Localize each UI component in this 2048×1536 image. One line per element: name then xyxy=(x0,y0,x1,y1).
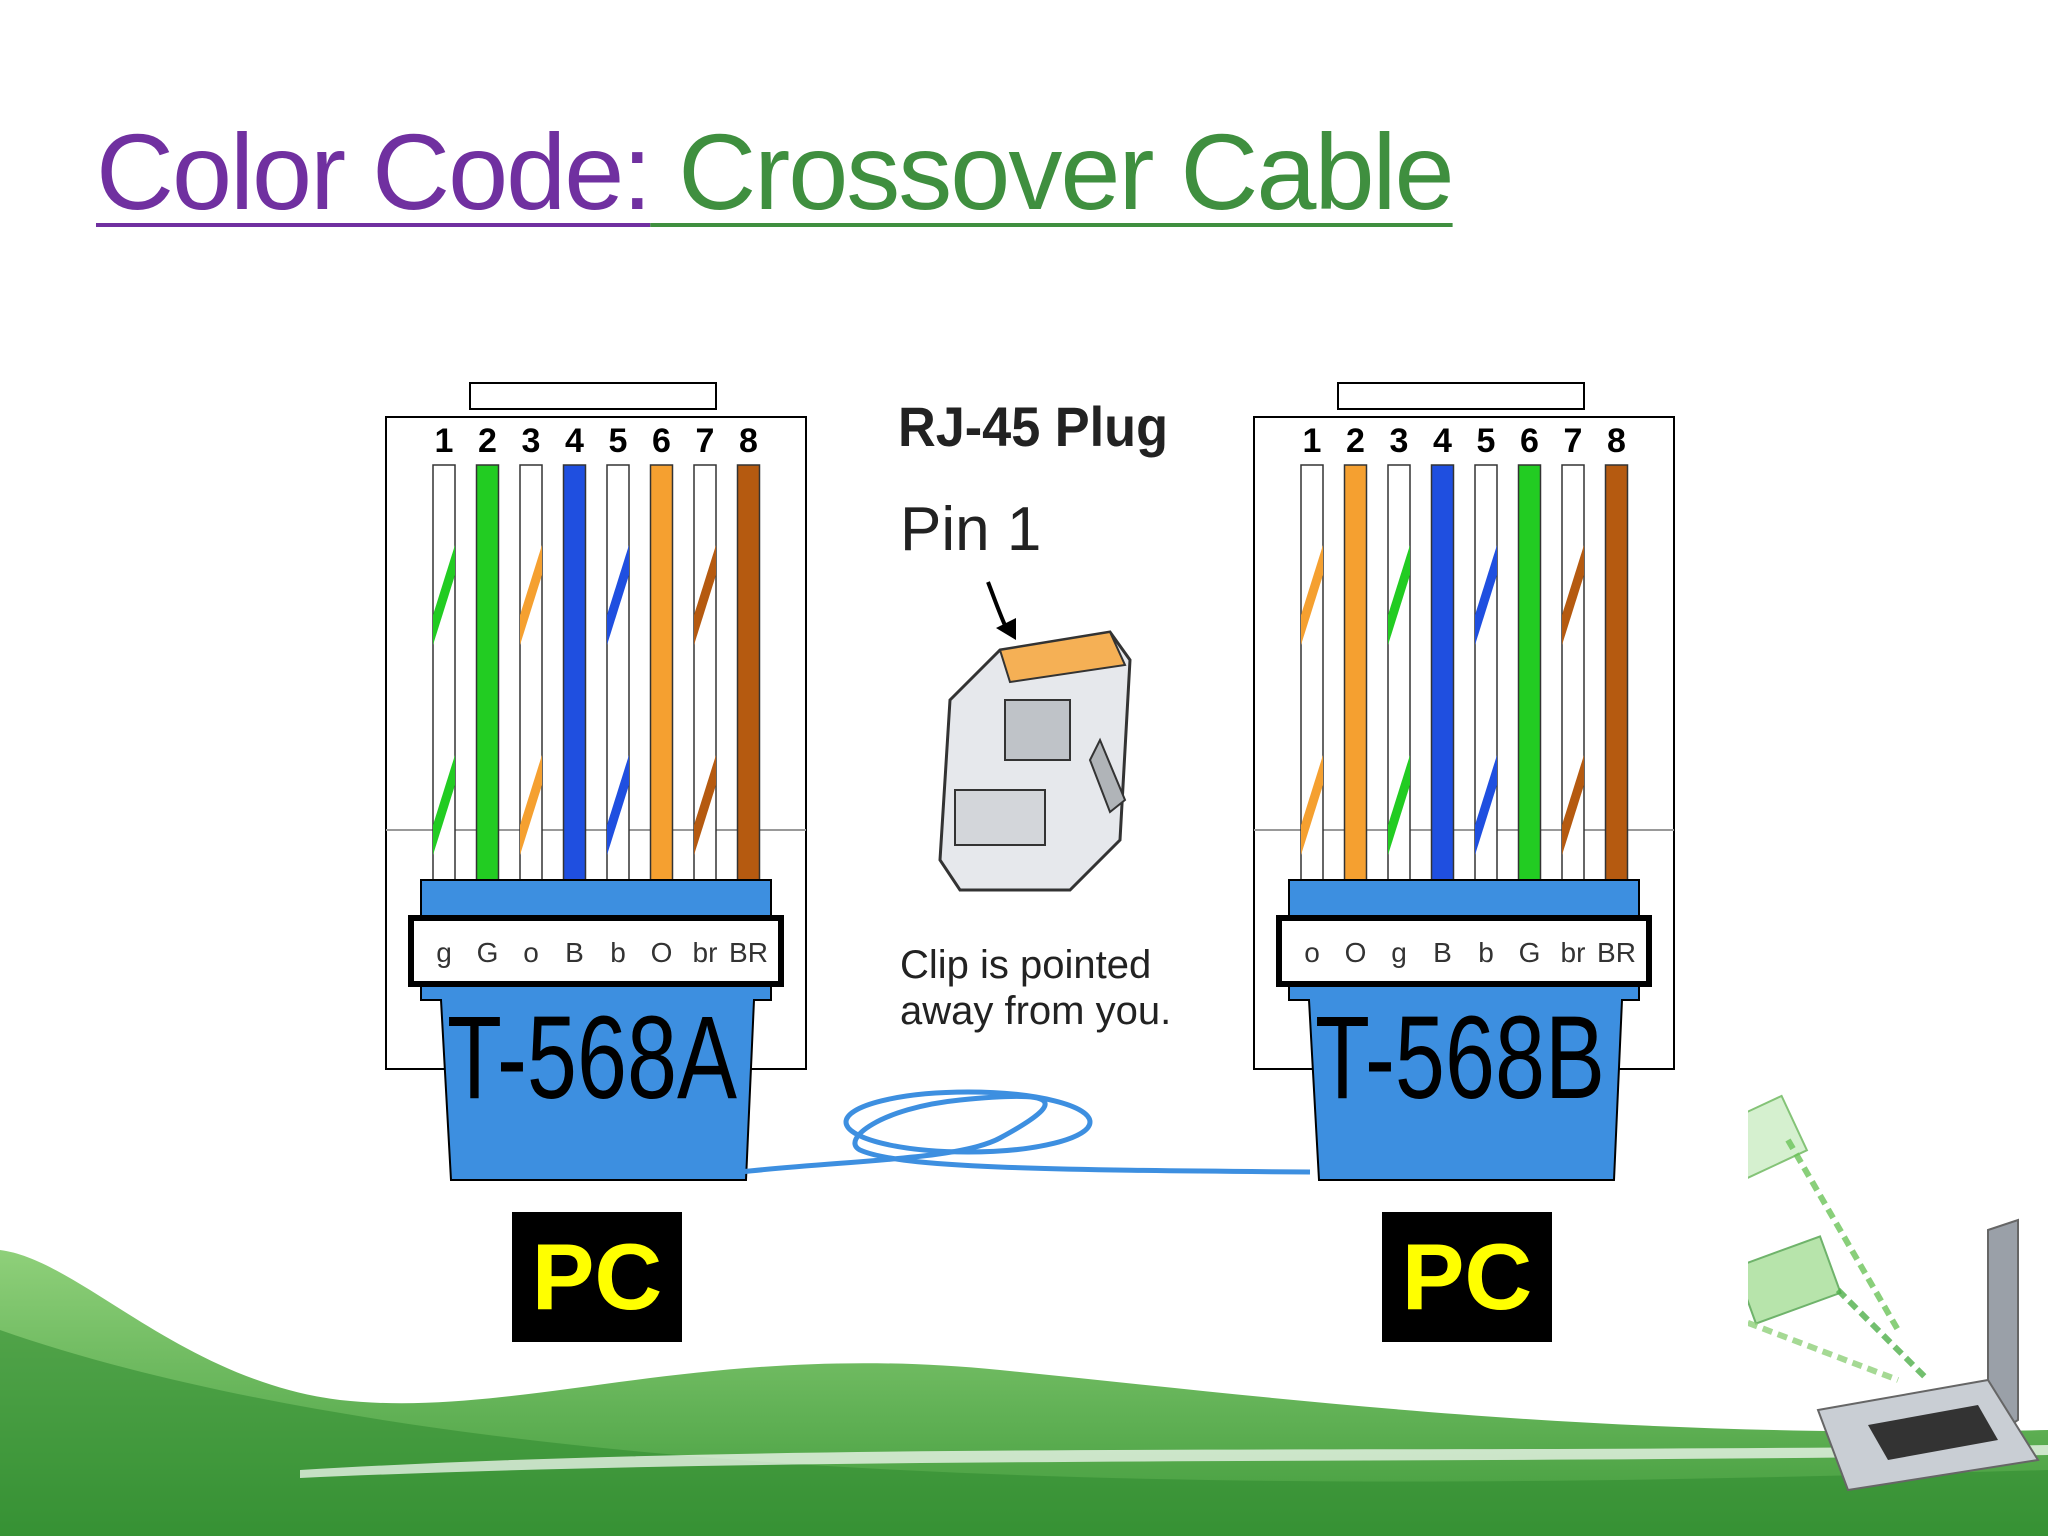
pin-number: 8 xyxy=(1607,422,1626,460)
wire-stripe xyxy=(1475,755,1497,855)
wire-code: G xyxy=(1519,937,1541,968)
wire-brown xyxy=(1604,464,1629,886)
wire-code: O xyxy=(651,937,673,968)
wire-stripe xyxy=(607,755,629,855)
laptop-icon xyxy=(1748,1094,2040,1492)
pin-number: 1 xyxy=(1303,422,1322,460)
pin1-arrowhead xyxy=(996,618,1016,640)
pc-label-left: PC xyxy=(512,1212,682,1342)
wire-code: o xyxy=(523,937,539,968)
pc-label-left-text: PC xyxy=(531,1224,663,1329)
wire-orange xyxy=(649,464,674,886)
pin-number: 7 xyxy=(1564,422,1583,460)
pc-label-right-text: PC xyxy=(1401,1224,1533,1329)
wire-code: br xyxy=(693,937,718,968)
pin-number: 1 xyxy=(435,422,454,460)
rj45-plug-illustration xyxy=(938,630,1132,892)
wire-stripe xyxy=(1388,545,1410,645)
wire-code-strip xyxy=(1276,915,1652,987)
wire-stripe xyxy=(694,545,716,645)
wire-orange xyxy=(1343,464,1368,886)
pin-number: 5 xyxy=(609,422,628,460)
plug-clip xyxy=(1088,737,1127,814)
clip-note-line2: away from you. xyxy=(900,989,1171,1033)
cable-loop xyxy=(843,1089,1093,1155)
standard-label: T-568B xyxy=(1315,992,1605,1124)
standard-label: T-568A xyxy=(447,992,737,1124)
wire-stripe xyxy=(433,545,455,645)
plug-window xyxy=(1004,699,1071,761)
wire-stripe xyxy=(1475,545,1497,645)
page-title: Color Code: Crossover Cable xyxy=(96,118,1455,226)
wire-green xyxy=(1517,464,1542,886)
plug-top-tab xyxy=(1337,382,1585,410)
crossover-cable xyxy=(739,1093,1311,1175)
pin-number: 2 xyxy=(1346,422,1365,460)
email-envelope-icon xyxy=(1748,1094,1842,1325)
pin-number: 2 xyxy=(478,422,497,460)
wire-stripe xyxy=(1562,545,1584,645)
wire-code: b xyxy=(610,937,626,968)
pin1-label: Pin 1 xyxy=(900,495,1041,564)
wire-stripe xyxy=(1301,545,1323,645)
rj45-heading: RJ-45 Plug xyxy=(898,395,1168,458)
wire-stripe xyxy=(1562,755,1584,855)
pin-number: 4 xyxy=(565,422,584,460)
pin-number: 8 xyxy=(739,422,758,460)
wire-stripe xyxy=(607,545,629,645)
pin-number: 7 xyxy=(696,422,715,460)
wire-code: BR xyxy=(1597,937,1636,968)
wire-code: G xyxy=(477,937,499,968)
plug-latch-housing xyxy=(954,789,1046,846)
pin-number: 5 xyxy=(1477,422,1496,460)
wire-code: g xyxy=(1391,937,1407,968)
wire-code: g xyxy=(436,937,452,968)
wire-blue xyxy=(1430,464,1455,886)
pc-label-right: PC xyxy=(1382,1212,1552,1342)
wire-brown xyxy=(736,464,761,886)
wire-code: B xyxy=(1433,937,1452,968)
pin-number: 3 xyxy=(1390,422,1409,460)
plug-top-tab xyxy=(469,382,717,410)
wire-stripe xyxy=(694,755,716,855)
wire-blue xyxy=(562,464,587,886)
wire-code: BR xyxy=(729,937,768,968)
wire-stripe xyxy=(1301,755,1323,855)
wire-code: o xyxy=(1304,937,1320,968)
title-prefix: Color Code: xyxy=(96,111,652,232)
plug-contacts xyxy=(998,630,1127,684)
wire-stripe xyxy=(1388,755,1410,855)
wire-stripe xyxy=(433,755,455,855)
clip-note-line1: Clip is pointed xyxy=(900,943,1151,987)
wire-code-strip xyxy=(408,915,784,987)
wire-stripe xyxy=(520,755,542,855)
pin-number: 4 xyxy=(1433,422,1452,460)
wire-stripe xyxy=(520,545,542,645)
wire-code: B xyxy=(565,937,584,968)
wire-code: O xyxy=(1345,937,1367,968)
title-main: Crossover Cable xyxy=(650,111,1454,232)
wire-code: br xyxy=(1561,937,1586,968)
wire-code: b xyxy=(1478,937,1494,968)
wire-green xyxy=(475,464,500,886)
pin-number: 6 xyxy=(652,422,671,460)
pin-number: 6 xyxy=(1520,422,1539,460)
pin-number: 3 xyxy=(522,422,541,460)
